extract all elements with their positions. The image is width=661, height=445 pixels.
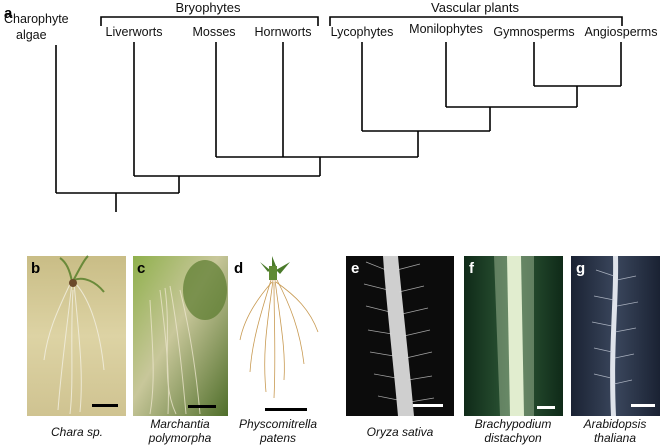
photo-physcomitrella <box>230 256 327 416</box>
caption-arabidopsis-line1: Arabidopsis <box>583 417 647 431</box>
caption-physcomitrella-line2: patens <box>259 431 296 445</box>
photo-marchantia <box>133 256 228 416</box>
group-label-bryophytes: Bryophytes <box>175 0 241 15</box>
panel-f-letter: f <box>469 260 475 277</box>
bryophytes-bracket <box>100 16 319 26</box>
caption-marchantia-line1: Marchantia <box>150 417 210 431</box>
taxon-label-hornworts: Hornworts <box>255 25 312 39</box>
photo-brachypodium <box>464 256 563 416</box>
photo-oryza <box>346 256 454 416</box>
caption-chara: Chara sp. <box>51 425 103 439</box>
panel-a-letter: a <box>4 5 13 22</box>
panel-d-letter: d <box>234 260 243 277</box>
group-brackets <box>100 16 623 26</box>
taxon-label-lycophytes: Lycophytes <box>331 25 394 39</box>
panel-e-letter: e <box>351 260 359 277</box>
taxon-label-charophyte-line1: Charophyte <box>4 12 69 26</box>
phylogenetic-tree <box>55 42 622 212</box>
taxon-label-charophyte-line2: algae <box>16 28 47 42</box>
taxon-label-angiosperms: Angiosperms <box>585 25 658 39</box>
group-label-vascular: Vascular plants <box>431 0 519 15</box>
taxon-label-gymnosperms: Gymnosperms <box>493 25 574 39</box>
caption-arabidopsis-line2: thaliana <box>594 431 636 445</box>
taxon-label-liverworts: Liverworts <box>106 25 163 39</box>
panel-b-letter: b <box>31 260 40 277</box>
photo-arabidopsis <box>571 256 660 416</box>
caption-physcomitrella-line1: Physcomitrella <box>239 417 317 431</box>
panel-c-letter: c <box>137 260 145 277</box>
caption-oryza: Oryza sativa <box>367 425 434 439</box>
caption-brachypodium-line1: Brachypodium <box>475 417 552 431</box>
taxon-label-monilophytes: Monilophytes <box>409 22 483 36</box>
panel-g-letter: g <box>576 260 585 277</box>
vascular-bracket <box>329 16 623 26</box>
taxon-label-mosses: Mosses <box>192 25 235 39</box>
caption-marchantia-line2: polymorpha <box>148 431 212 445</box>
photo-chara <box>27 255 126 416</box>
caption-brachypodium-line2: distachyon <box>484 431 542 445</box>
